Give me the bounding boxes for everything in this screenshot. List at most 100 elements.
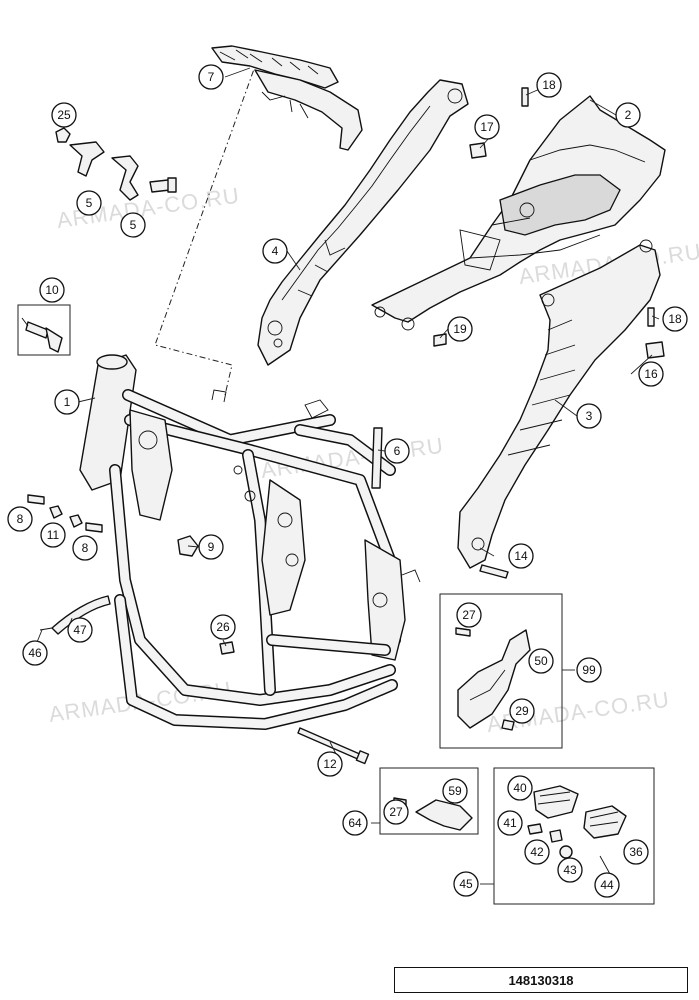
part-11-washer xyxy=(49,505,63,519)
callout-26: 26 xyxy=(210,614,236,640)
part-16-grommet xyxy=(645,341,665,359)
callout-7: 7 xyxy=(198,64,224,90)
callout-3: 3 xyxy=(576,403,602,429)
svg-text:7: 7 xyxy=(208,70,215,84)
part-5-bracket-a xyxy=(69,141,105,177)
callout-43: 43 xyxy=(557,857,583,883)
svg-text:44: 44 xyxy=(600,878,614,892)
part-8-bolt-b xyxy=(85,522,103,533)
callout-99: 99 xyxy=(576,657,602,683)
callout-27a: 27 xyxy=(456,602,482,628)
callout-4: 4 xyxy=(262,238,288,264)
part-11-nut xyxy=(69,514,83,528)
callout-8a: 8 xyxy=(7,506,33,532)
callout-2: 2 xyxy=(615,102,641,128)
part-10-clip xyxy=(17,304,71,356)
callout-12: 12 xyxy=(317,751,343,777)
part-3-right-rail xyxy=(457,239,661,569)
svg-text:47: 47 xyxy=(73,623,87,637)
part-2-rear-subframe xyxy=(371,95,666,331)
callout-59: 59 xyxy=(442,778,468,804)
svg-text:5: 5 xyxy=(86,196,93,210)
part-26-fitting xyxy=(219,641,235,655)
callout-47: 47 xyxy=(67,617,93,643)
callout-8b: 8 xyxy=(72,535,98,561)
callout-17: 17 xyxy=(474,114,500,140)
assembly-line-7 xyxy=(154,57,259,396)
reference-number: 148130318 xyxy=(508,972,574,988)
callout-16: 16 xyxy=(638,361,664,387)
part-25-nut xyxy=(55,127,71,143)
svg-text:5: 5 xyxy=(130,218,137,232)
svg-text:50: 50 xyxy=(534,654,548,668)
svg-text:8: 8 xyxy=(82,541,89,555)
callout-9: 9 xyxy=(198,534,224,560)
callout-25: 25 xyxy=(51,102,77,128)
svg-text:29: 29 xyxy=(515,704,529,718)
callout-42: 42 xyxy=(524,839,550,865)
callout-27b: 27 xyxy=(383,799,409,825)
svg-text:46: 46 xyxy=(28,646,42,660)
svg-text:9: 9 xyxy=(208,540,215,554)
part-5-bracket-b xyxy=(111,155,139,201)
callout-18a: 18 xyxy=(536,72,562,98)
svg-text:64: 64 xyxy=(348,816,362,830)
svg-text:4: 4 xyxy=(272,244,279,258)
callout-1: 1 xyxy=(54,389,80,415)
callout-14: 14 xyxy=(508,543,534,569)
svg-text:19: 19 xyxy=(453,322,467,336)
callout-5a: 5 xyxy=(76,190,102,216)
callout-40: 40 xyxy=(507,775,533,801)
svg-text:14: 14 xyxy=(514,549,528,563)
part-8-bolt-a xyxy=(27,494,45,505)
callout-10: 10 xyxy=(39,277,65,303)
part-18-bolt-b xyxy=(647,307,655,327)
svg-text:99: 99 xyxy=(582,663,596,677)
svg-text:27: 27 xyxy=(462,608,476,622)
svg-text:17: 17 xyxy=(480,120,494,134)
part-14-bolt xyxy=(479,564,509,579)
callout-18b: 18 xyxy=(662,306,688,332)
callout-5b: 5 xyxy=(120,212,146,238)
callout-46: 46 xyxy=(22,640,48,666)
part-6-strap xyxy=(371,427,383,489)
callout-64: 64 xyxy=(342,810,368,836)
callout-50: 50 xyxy=(528,648,554,674)
svg-text:59: 59 xyxy=(448,784,462,798)
callouts: 1 2 3 4 5 5 6 7 8 8 9 10 11 12 14 16 17 … xyxy=(7,64,688,898)
svg-text:12: 12 xyxy=(323,757,337,771)
part-15-bolt xyxy=(149,179,171,193)
svg-text:3: 3 xyxy=(586,409,593,423)
callout-6: 6 xyxy=(384,438,410,464)
svg-text:6: 6 xyxy=(394,444,401,458)
svg-text:25: 25 xyxy=(57,108,71,122)
svg-text:27: 27 xyxy=(389,805,403,819)
svg-text:41: 41 xyxy=(503,816,517,830)
callout-11: 11 xyxy=(40,522,66,548)
svg-text:16: 16 xyxy=(644,367,658,381)
group-99-box xyxy=(439,593,563,749)
part-4-subframe-rail xyxy=(257,79,469,366)
svg-text:8: 8 xyxy=(17,512,24,526)
callout-41: 41 xyxy=(497,810,523,836)
svg-text:18: 18 xyxy=(542,78,556,92)
part-17-plug xyxy=(469,142,487,159)
svg-text:18: 18 xyxy=(668,312,682,326)
part-7-front-bracket xyxy=(211,45,363,151)
callout-45: 45 xyxy=(453,871,479,897)
svg-text:40: 40 xyxy=(513,781,527,795)
callout-29: 29 xyxy=(509,698,535,724)
part-1-main-frame xyxy=(79,354,421,730)
svg-text:42: 42 xyxy=(530,845,544,859)
svg-text:26: 26 xyxy=(216,620,230,634)
callout-44: 44 xyxy=(594,872,620,898)
svg-text:2: 2 xyxy=(625,108,632,122)
svg-text:43: 43 xyxy=(563,863,577,877)
svg-text:1: 1 xyxy=(64,395,71,409)
callout-36: 36 xyxy=(623,839,649,865)
svg-text:10: 10 xyxy=(45,283,59,297)
svg-text:11: 11 xyxy=(47,528,60,542)
part-19-bolt xyxy=(433,333,447,347)
svg-text:45: 45 xyxy=(459,877,473,891)
